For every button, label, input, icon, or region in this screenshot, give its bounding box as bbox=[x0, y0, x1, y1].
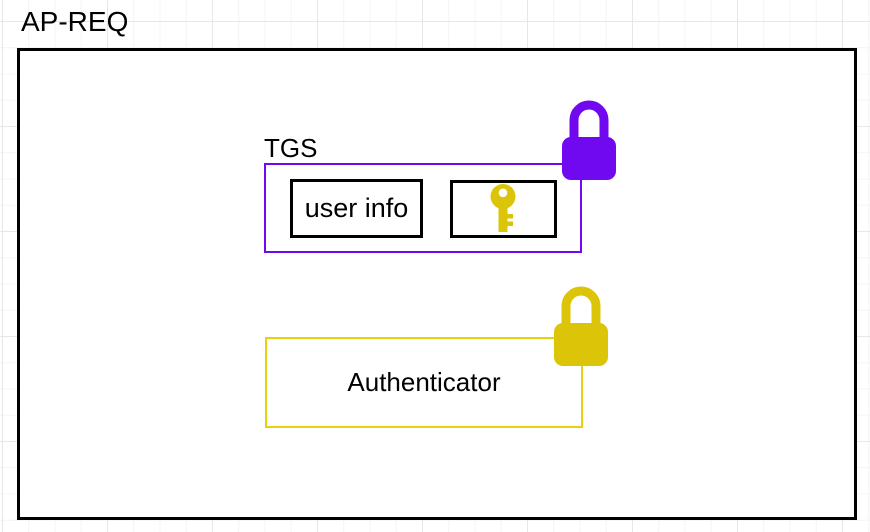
authenticator-box: Authenticator bbox=[265, 337, 583, 428]
gold-lock-icon bbox=[554, 286, 608, 366]
user-info-label: user info bbox=[304, 193, 409, 223]
ap-req-title: AP-REQ bbox=[21, 6, 129, 37]
user-info-box: user info bbox=[290, 179, 423, 238]
session-key-icon bbox=[490, 184, 515, 232]
tgs-label: TGS bbox=[264, 133, 318, 163]
ap-req-message-box bbox=[17, 48, 857, 520]
authenticator-label: Authenticator bbox=[347, 367, 501, 397]
purple-lock-icon bbox=[562, 100, 616, 180]
session-key-box bbox=[450, 180, 557, 238]
